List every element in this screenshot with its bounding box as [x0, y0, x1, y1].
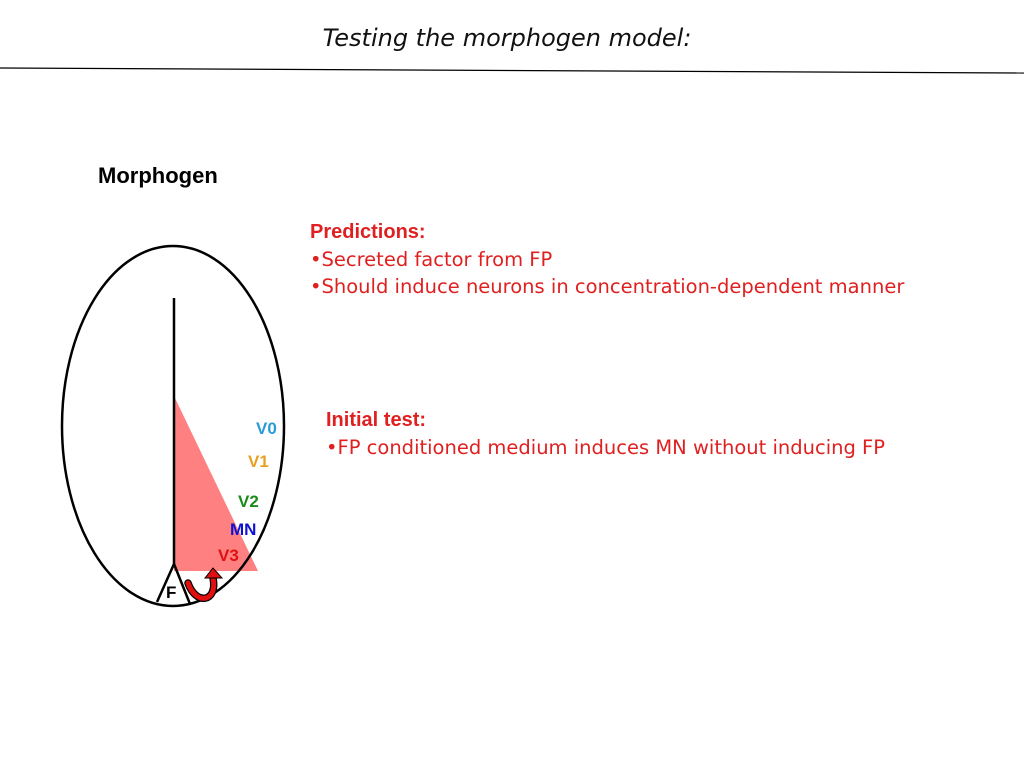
domain-label-mn: MN	[230, 520, 256, 539]
initial-test-block: Initial test: •FP conditioned medium ind…	[326, 407, 886, 461]
secretion-arrow-icon	[184, 567, 224, 602]
domain-label-v1: V1	[248, 452, 269, 471]
domain-label-v0: V0	[256, 419, 277, 438]
predictions-block: Predictions: •Secreted factor from FP •S…	[310, 219, 920, 300]
initial-test-heading: Initial test:	[326, 409, 427, 431]
domain-label-v2: V2	[238, 492, 259, 511]
prediction-item: •Secreted factor from FP	[310, 248, 553, 271]
initial-test-item: •FP conditioned medium induces MN withou…	[326, 436, 886, 459]
slide-title: Testing the morphogen model:	[322, 24, 692, 52]
floor-plate-outline	[155, 560, 192, 605]
neural-tube-outline	[60, 244, 286, 608]
floor-plate-label: F	[166, 583, 176, 602]
morphogen-heading: Morphogen	[98, 163, 218, 188]
predictions-heading: Predictions:	[310, 221, 426, 243]
prediction-item: •Should induce neurons in concentration-…	[310, 275, 905, 298]
domain-label-v3: V3	[218, 546, 239, 565]
morphogen-gradient	[174, 396, 258, 571]
title-divider	[0, 67, 1024, 74]
